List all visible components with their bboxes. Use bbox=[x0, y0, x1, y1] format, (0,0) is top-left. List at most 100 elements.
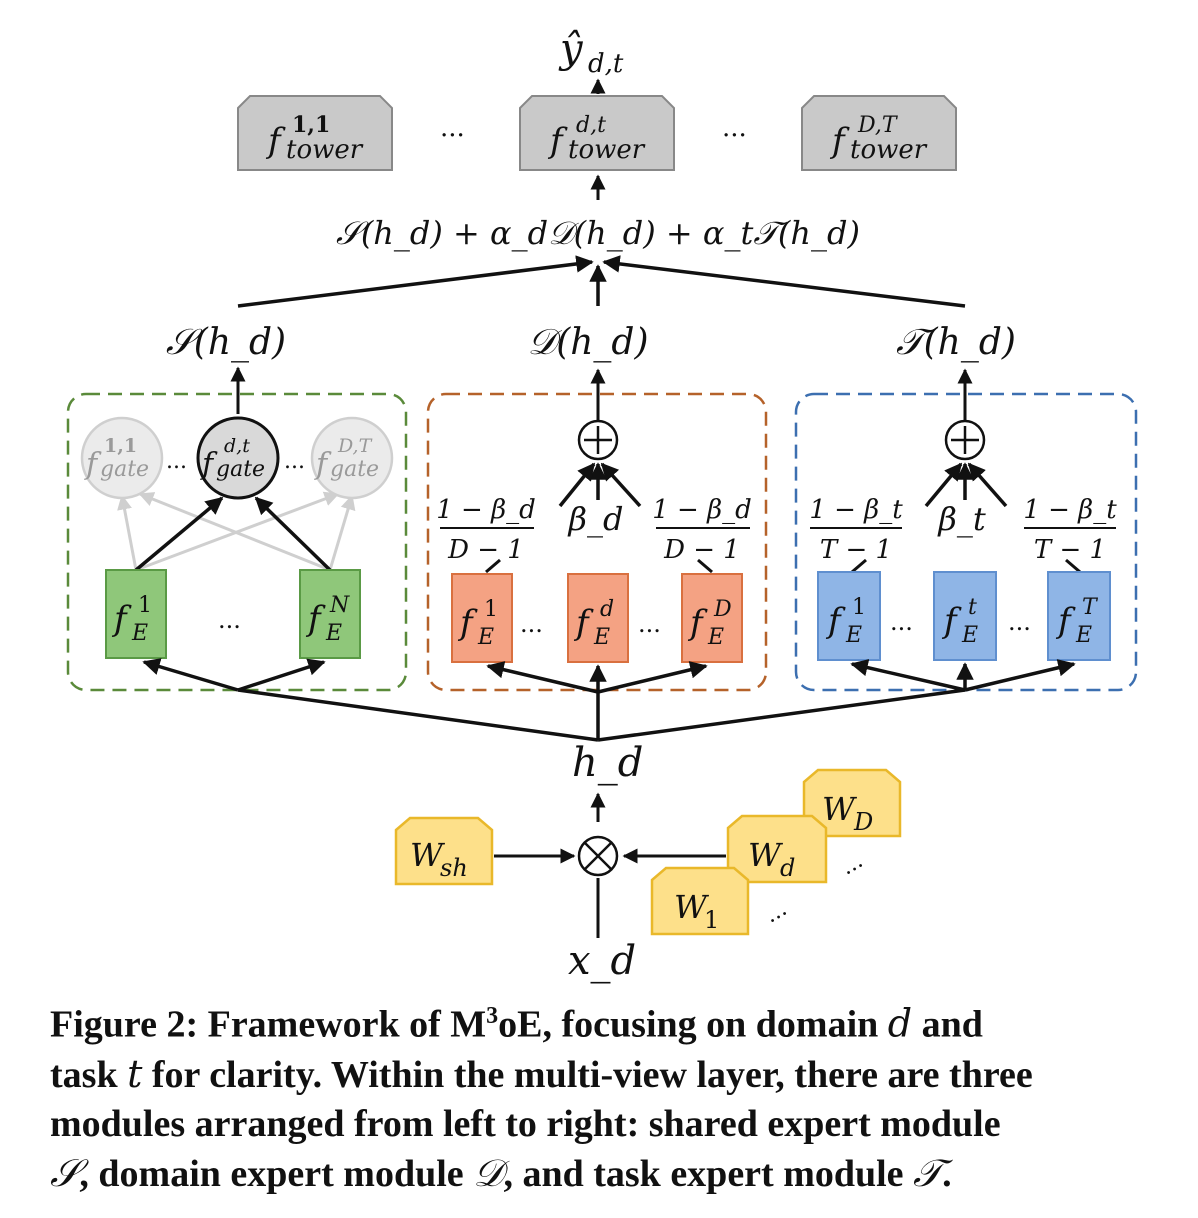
svg-text:W: W bbox=[410, 836, 446, 874]
domain-expert-d: f d E bbox=[567, 573, 629, 663]
svg-text:1: 1 bbox=[484, 597, 498, 622]
gate-ellipsis-right: ... bbox=[284, 449, 305, 474]
arrow-hd-to-task-T bbox=[964, 659, 1076, 692]
tower-ellipsis-right: ... bbox=[722, 113, 747, 143]
svg-text:1: 1 bbox=[852, 595, 866, 620]
tick-task-left bbox=[851, 558, 867, 574]
task-sum-node bbox=[944, 419, 986, 461]
arrow-hd-to-shared-1 bbox=[142, 658, 239, 692]
svg-text:d,t: d,t bbox=[224, 435, 250, 457]
svg-text:D,T: D,T bbox=[337, 435, 373, 457]
arrow-hd-to-task-1 bbox=[850, 659, 966, 692]
svg-text:t: t bbox=[968, 595, 977, 620]
domain-expert-1: f 1 E bbox=[451, 573, 513, 663]
task-module-label: 𝒯(h_d) bbox=[896, 322, 1016, 363]
arrow-task-left-to-sum bbox=[924, 462, 963, 508]
svg-text:1: 1 bbox=[704, 906, 719, 934]
domain-module-box bbox=[426, 392, 768, 692]
task-expert-1: f 1 E bbox=[817, 571, 881, 661]
weight-ellipsis-lower: ... bbox=[761, 896, 792, 928]
task-weight-center: β_t bbox=[937, 500, 986, 538]
svg-text:E: E bbox=[325, 621, 342, 646]
svg-text:D: D bbox=[713, 597, 732, 622]
svg-text:1 − β_t: 1 − β_t bbox=[1023, 495, 1117, 525]
domain-weight-left: 1 − β_d D − 1 bbox=[436, 495, 536, 565]
svg-text:h_d: h_d bbox=[572, 740, 643, 786]
svg-text:d,t: d,t bbox=[588, 49, 624, 79]
svg-text:E: E bbox=[707, 625, 724, 650]
weight-ellipsis-upper: ... bbox=[837, 848, 868, 880]
arrow-task-right-to-sum bbox=[967, 462, 1008, 508]
tower-d-t: f d,t tower bbox=[519, 95, 675, 171]
svg-text:E: E bbox=[1075, 623, 1092, 648]
task-weight-right: 1 − β_t T − 1 bbox=[1023, 495, 1117, 565]
svg-text:ŷ: ŷ bbox=[558, 26, 584, 72]
weight-1: W 1 bbox=[650, 866, 750, 936]
tick-domain-left bbox=[485, 558, 501, 574]
arrow-hd-to-domain-D bbox=[597, 661, 708, 694]
svg-text:1,1: 1,1 bbox=[292, 112, 330, 138]
svg-text:1 − β_d: 1 − β_d bbox=[436, 495, 536, 525]
svg-text:gate: gate bbox=[330, 457, 379, 482]
gray-edge-1 bbox=[117, 494, 138, 571]
svg-text:d,t: d,t bbox=[576, 113, 606, 138]
svg-text:E: E bbox=[961, 623, 978, 648]
hidden-label: h_d bbox=[572, 740, 643, 786]
tick-domain-right bbox=[697, 558, 713, 574]
arrow-task-to-combine bbox=[602, 255, 966, 308]
svg-text:D − 1: D − 1 bbox=[663, 535, 740, 565]
task-expert-ellipsis-left: ... bbox=[890, 608, 913, 636]
svg-text:d: d bbox=[780, 854, 795, 882]
svg-text:D,T: D,T bbox=[857, 113, 899, 138]
caption-line-4: 𝒮, domain expert module 𝒟, and task expe… bbox=[50, 1150, 952, 1195]
svg-text:d: d bbox=[600, 597, 614, 622]
gray-edge-3 bbox=[138, 492, 331, 572]
hidden-distribution-lines bbox=[237, 688, 966, 742]
arrow-expert1-to-gate bbox=[134, 496, 224, 572]
svg-text:1 − β_t: 1 − β_t bbox=[809, 495, 903, 525]
shared-expert-1: f 1 E bbox=[105, 569, 167, 659]
svg-text:E: E bbox=[845, 623, 862, 648]
gate-1-1: f 1,1 gate bbox=[80, 416, 164, 500]
figure-caption: Figure 2: Framework of M3oE, focusing on… bbox=[50, 992, 1160, 1199]
gate-D-T: f D,T gate bbox=[310, 416, 394, 500]
svg-text:E: E bbox=[131, 621, 148, 646]
shared-expert-N: f N E bbox=[299, 569, 361, 659]
domain-module-label: 𝒟(h_d) bbox=[527, 322, 648, 363]
svg-text:1: 1 bbox=[138, 593, 152, 618]
svg-text:D: D bbox=[853, 808, 873, 836]
svg-text:E: E bbox=[477, 625, 494, 650]
tower-D-T: f D,T tower bbox=[801, 95, 957, 171]
domain-weight-right: 1 − β_d D − 1 bbox=[652, 495, 752, 565]
shared-module-box bbox=[66, 392, 408, 692]
input-label: x_d bbox=[568, 938, 636, 984]
weight-shared: W sh bbox=[394, 816, 494, 886]
domain-expert-D: f D E bbox=[681, 573, 743, 663]
svg-text:sh: sh bbox=[440, 854, 468, 882]
svg-text:T − 1: T − 1 bbox=[1034, 535, 1106, 565]
framework-diagram: ŷ d,t f 1,1 tower ... f d,t tower ... f … bbox=[66, 26, 1138, 984]
gate-d-t: f d,t gate bbox=[196, 416, 280, 500]
svg-text:N: N bbox=[329, 593, 350, 618]
product-node bbox=[577, 835, 619, 877]
arrow-hd-to-shared-N bbox=[237, 658, 326, 692]
caption-line-1: Figure 2: Framework of M3oE, focusing on… bbox=[50, 1001, 983, 1046]
weight-D: W D bbox=[802, 768, 902, 838]
task-expert-T: f T E bbox=[1047, 571, 1111, 661]
svg-text:T: T bbox=[1082, 595, 1099, 620]
task-expert-t: f t E bbox=[933, 571, 997, 661]
output-label: ŷ d,t bbox=[558, 26, 624, 79]
domain-expert-ellipsis-left: ... bbox=[520, 610, 543, 638]
svg-text:W: W bbox=[674, 888, 710, 926]
shared-expert-ellipsis: ... bbox=[218, 606, 241, 634]
domain-expert-ellipsis-right: ... bbox=[638, 610, 661, 638]
domain-sum-node bbox=[577, 419, 619, 461]
domain-weight-center: β_d bbox=[568, 500, 624, 538]
shared-module-label: 𝒮(h_d) bbox=[166, 322, 286, 363]
combine-formula: 𝒮(h_d) + α_d𝒟(h_d) + α_t𝒯(h_d) bbox=[336, 214, 860, 252]
arrow-domain-right-to-sum bbox=[600, 462, 642, 508]
caption-line-3: modules arranged from left to right: sha… bbox=[50, 1102, 1001, 1145]
weight-d: W d bbox=[726, 814, 828, 884]
arrow-shared-to-combine bbox=[237, 255, 594, 308]
gate-ellipsis-left: ... bbox=[166, 449, 187, 474]
